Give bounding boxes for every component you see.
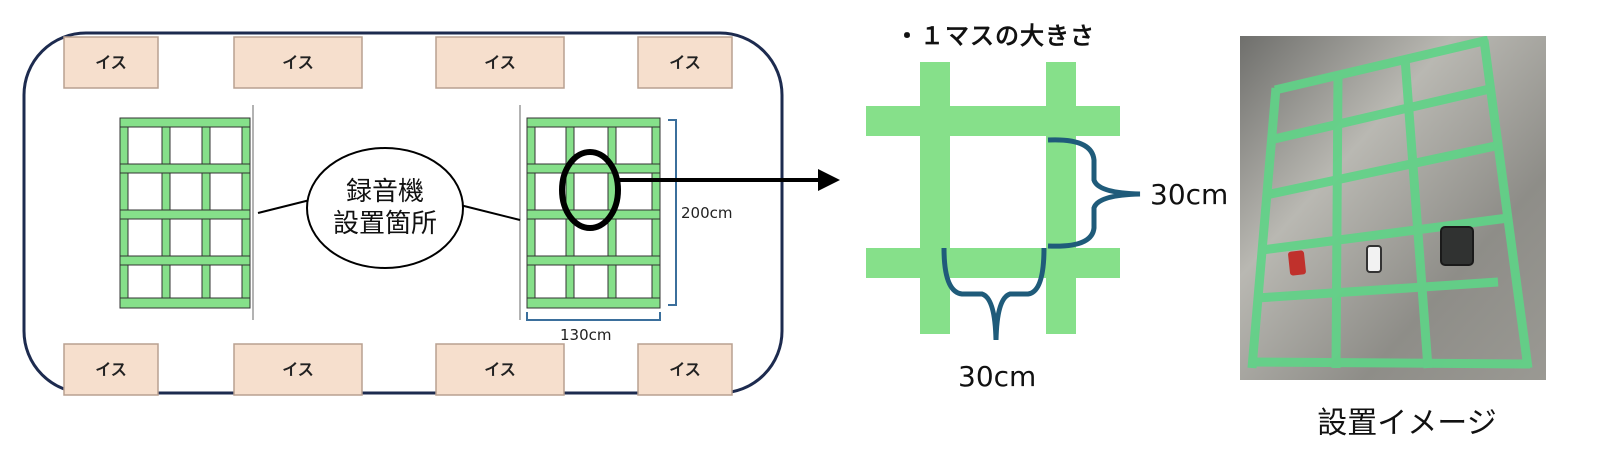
cell-height-brace — [1047, 137, 1141, 249]
chair-label: イス — [282, 53, 314, 72]
highlight-circle — [559, 149, 621, 231]
tablet-icon — [1440, 226, 1474, 266]
width-label: 130cm — [560, 326, 612, 344]
chair-top-1: イス — [63, 36, 159, 89]
cell-height-label: 30cm — [1150, 178, 1228, 211]
chair-top-4: イス — [637, 36, 733, 89]
chair-bottom-1: イス — [63, 343, 159, 396]
chair-bottom-4: イス — [637, 343, 733, 396]
height-label: 200cm — [681, 204, 733, 222]
height-dimension: 200cm — [668, 119, 733, 306]
chair-label: イス — [95, 360, 127, 379]
recorder-callout — [306, 147, 464, 269]
red-recorder-icon — [1288, 250, 1306, 276]
tape-grid-right — [519, 105, 661, 320]
chair-label: イス — [282, 360, 314, 379]
chair-top-2: イス — [233, 36, 363, 89]
width-dimension: 130cm — [526, 312, 661, 344]
recorder-label-line1: 録音機 — [346, 177, 424, 207]
photo-caption: 設置イメージ — [1317, 406, 1497, 441]
recorder-label-line2: 設置箇所 — [333, 209, 437, 239]
chair-label: イス — [669, 360, 701, 379]
white-phone-icon — [1366, 245, 1382, 273]
chair-top-3: イス — [435, 36, 565, 89]
arrow-to-detail — [618, 169, 840, 191]
chair-label: イス — [484, 360, 516, 379]
leader-line-right — [459, 204, 521, 221]
chair-label: イス — [484, 53, 516, 72]
cell-width-label: 30cm — [958, 360, 1036, 393]
installation-photo — [1240, 36, 1546, 380]
chair-bottom-3: イス — [435, 343, 565, 396]
chair-bottom-2: イス — [233, 343, 363, 396]
cell-detail — [866, 62, 1120, 334]
tape-grid-left — [119, 105, 254, 320]
chair-label: イス — [95, 53, 127, 72]
cell-width-brace — [941, 247, 1047, 341]
cell-size-title: ・１マスの大きさ — [895, 22, 1095, 50]
chair-label: イス — [669, 53, 701, 72]
